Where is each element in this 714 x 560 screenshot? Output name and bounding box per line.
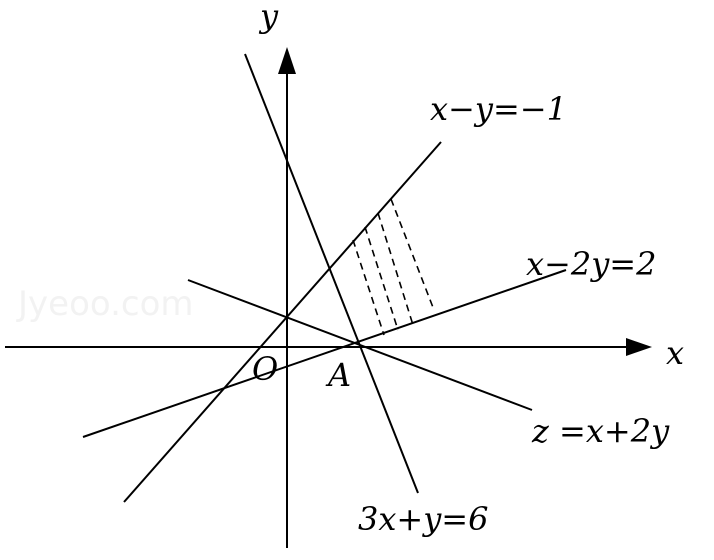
line-label-x-minus-y: x−y=−1 xyxy=(430,90,567,128)
shading-dash xyxy=(364,226,399,331)
point-a-label: A xyxy=(325,356,351,394)
y-axis-arrow xyxy=(278,47,296,74)
line-x-minus-y-eq-neg1 xyxy=(123,141,442,503)
origin-label: O xyxy=(252,350,278,388)
shading-dash xyxy=(352,239,385,336)
shading-dash xyxy=(390,198,435,311)
x-axis-label: x xyxy=(666,334,684,372)
feasible-region-shading xyxy=(352,198,435,336)
line-3x-plus-y-eq-6 xyxy=(244,53,419,494)
watermark: Jyeoo.com xyxy=(16,284,194,324)
y-axis-label: y xyxy=(258,0,279,35)
line-label-x-minus-2y: x−2y=2 xyxy=(526,245,656,283)
line-label-3x-plus-y: 3x+y=6 xyxy=(358,500,488,538)
x-axis-arrow xyxy=(626,338,652,356)
line-label-objective: z =x+2y xyxy=(531,412,670,450)
line-x-minus-2y-eq-2 xyxy=(82,269,567,438)
line-objective-z xyxy=(187,279,533,411)
shading-dash xyxy=(377,212,414,326)
